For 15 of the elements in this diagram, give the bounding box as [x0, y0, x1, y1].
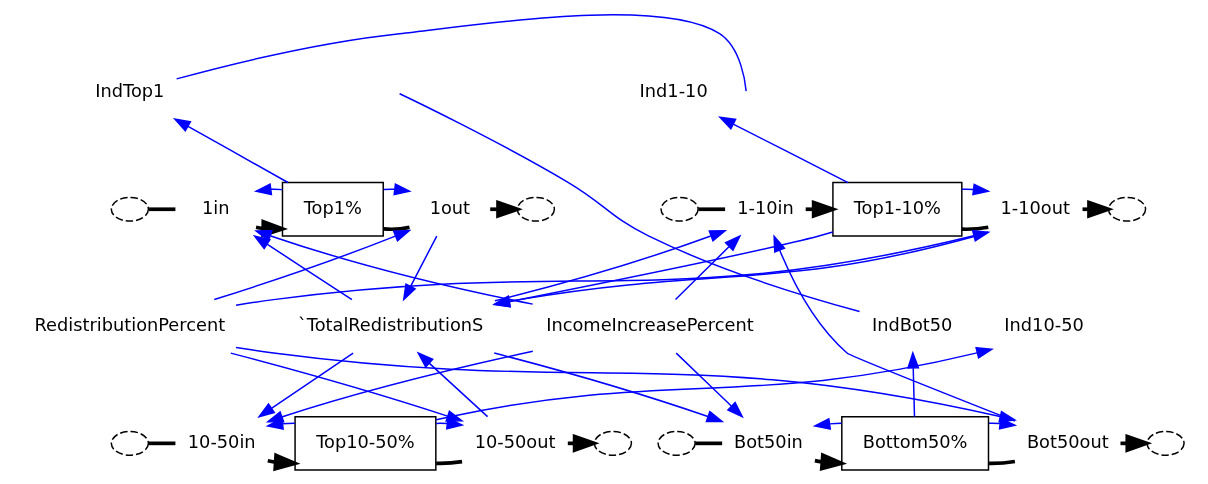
node-text: RedistributionPercent	[34, 313, 226, 335]
node-text: 1out	[429, 196, 471, 218]
node-text: 10-50in	[187, 430, 256, 452]
node-text: `TotalRedistributionS	[297, 313, 484, 335]
node-text: Bot50in	[734, 430, 803, 452]
node-text: Ind10-50	[1004, 313, 1084, 335]
node-text: 10-50out	[474, 430, 556, 452]
node-text: Ind1-10	[639, 79, 708, 101]
node-text: Bot50out	[1026, 430, 1109, 452]
node-text: IncomeIncreasePercent	[546, 313, 754, 335]
node-text: 1in	[202, 196, 230, 218]
node-text: IndBot50	[871, 313, 953, 335]
node-text: IndTop1	[95, 79, 165, 101]
node-text: 1-10out	[1000, 196, 1070, 218]
node-text: 1-10in	[737, 196, 794, 218]
